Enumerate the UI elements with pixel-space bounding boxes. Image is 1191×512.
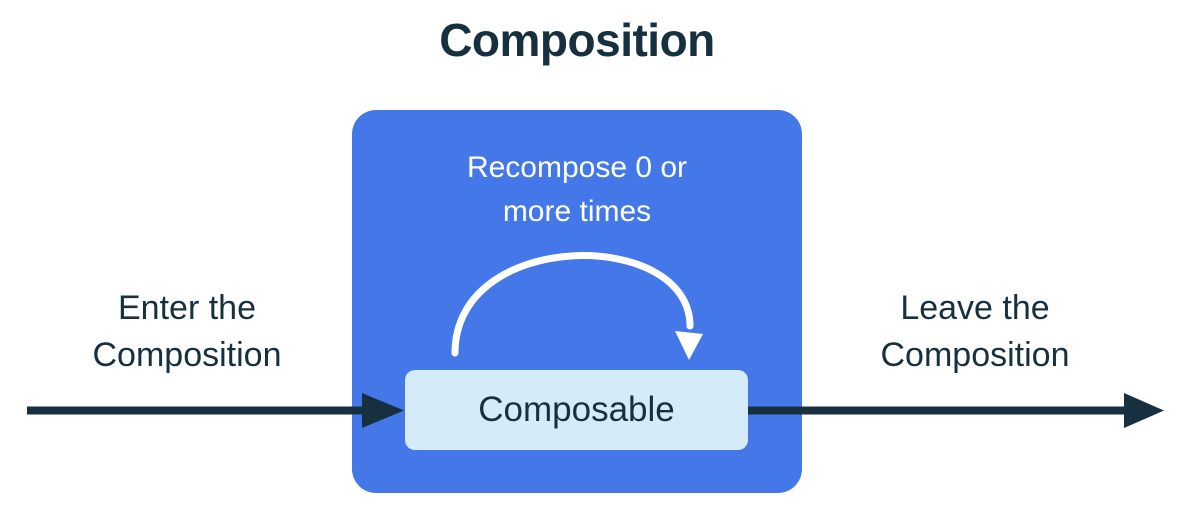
recompose-label-line2: more times (502, 195, 652, 228)
leave-composition-label: Leave the Composition (825, 285, 1125, 379)
leave-label-line2: Composition (880, 336, 1070, 374)
recompose-label: Recompose 0 or more times (352, 146, 802, 234)
leave-label-line1: Leave the (900, 289, 1050, 327)
enter-label-line1: Enter the (118, 289, 256, 327)
enter-composition-label: Enter the Composition (37, 285, 337, 379)
diagram-title: Composition (439, 14, 715, 66)
leave-arrow-icon (744, 393, 1164, 428)
enter-arrow-icon (27, 393, 404, 428)
enter-label-line2: Composition (92, 336, 282, 374)
composable-box: Composable (405, 370, 748, 450)
composable-label: Composable (478, 390, 675, 429)
recompose-label-line1: Recompose 0 or (466, 151, 688, 184)
